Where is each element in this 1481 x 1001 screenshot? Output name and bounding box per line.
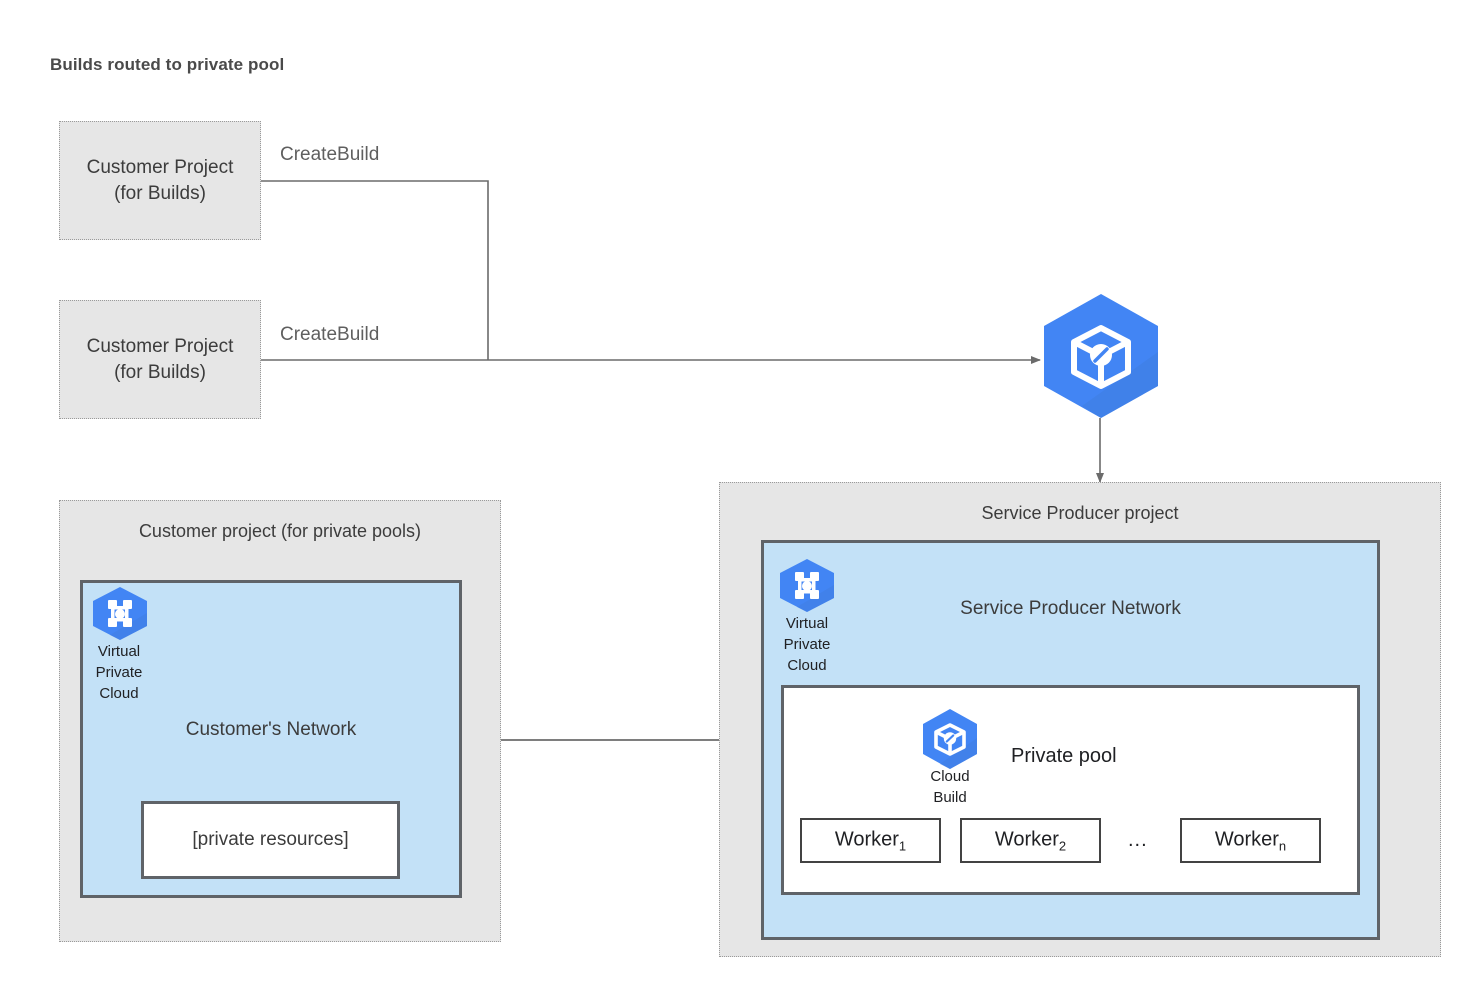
- service-producer-network-title: Service Producer Network: [960, 598, 1181, 619]
- customer-project-title: Customer project (for private pools): [138, 521, 422, 541]
- worker-index: n: [1278, 838, 1287, 853]
- worker-label-1: Worker1: [802, 828, 939, 853]
- virtual-private-cloud-icon: [92, 586, 148, 641]
- cloud-build-caption: Cloud Build: [913, 766, 987, 808]
- customers-network-title: Customer's Network: [185, 719, 357, 740]
- createbuild-label-1: CreateBuild: [280, 144, 380, 165]
- project-line-1: Customer Project: [86, 335, 234, 357]
- worker-name: Worker: [1214, 828, 1279, 850]
- virtual-private-cloud-icon: [779, 558, 835, 613]
- service-producer-project-title: Service Producer project: [981, 503, 1179, 523]
- cloud-build-caption-line-1: Cloud: [930, 768, 970, 785]
- customer-project-label-1: Customer Project (for Builds): [60, 155, 260, 207]
- private-resources-label: [private resources]: [192, 829, 349, 850]
- worker-name: Worker: [994, 828, 1059, 850]
- cloud-build-icon[interactable]: [1042, 292, 1160, 420]
- customer-project-label-2: Customer Project (for Builds): [60, 334, 260, 386]
- private-resources-box[interactable]: [private resources]: [141, 801, 400, 879]
- project-line-1: Customer Project: [86, 156, 234, 178]
- vpc-caption-line-2: Private: [783, 636, 831, 653]
- private-pool-box[interactable]: [781, 685, 1360, 895]
- worker-index: 2: [1058, 838, 1067, 853]
- page-title: Builds routed to private pool: [50, 55, 285, 74]
- vpc-caption-line-1: Virtual: [785, 615, 829, 632]
- private-pool-title: Private pool: [1011, 745, 1117, 767]
- worker-box-2[interactable]: Worker2: [960, 818, 1101, 863]
- worker-ellipsis: ...: [1128, 829, 1148, 851]
- worker-label-n: Workern: [1182, 828, 1319, 853]
- cloud-build-icon: [921, 708, 979, 770]
- cloud-build-caption-line-2: Build: [933, 789, 967, 806]
- project-line-2: (for Builds): [114, 361, 206, 383]
- worker-label-2: Worker2: [962, 828, 1099, 853]
- worker-index: 1: [898, 838, 907, 853]
- worker-name: Worker: [834, 828, 899, 850]
- createbuild-label-2: CreateBuild: [280, 324, 380, 345]
- project-line-2: (for Builds): [114, 182, 206, 204]
- vpc-caption-line-2: Private: [95, 664, 143, 681]
- worker-box-1[interactable]: Worker1: [800, 818, 941, 863]
- vpc-caption-producer: Virtual Private Cloud: [770, 613, 844, 676]
- customer-project-for-builds-2[interactable]: Customer Project (for Builds): [59, 300, 261, 419]
- customer-project-for-builds-1[interactable]: Customer Project (for Builds): [59, 121, 261, 240]
- vpc-caption-line-3: Cloud: [99, 685, 139, 702]
- vpc-caption-line-1: Virtual: [97, 643, 141, 660]
- vpc-caption-customer: Virtual Private Cloud: [82, 641, 156, 704]
- vpc-caption-line-3: Cloud: [787, 657, 827, 674]
- worker-box-n[interactable]: Workern: [1180, 818, 1321, 863]
